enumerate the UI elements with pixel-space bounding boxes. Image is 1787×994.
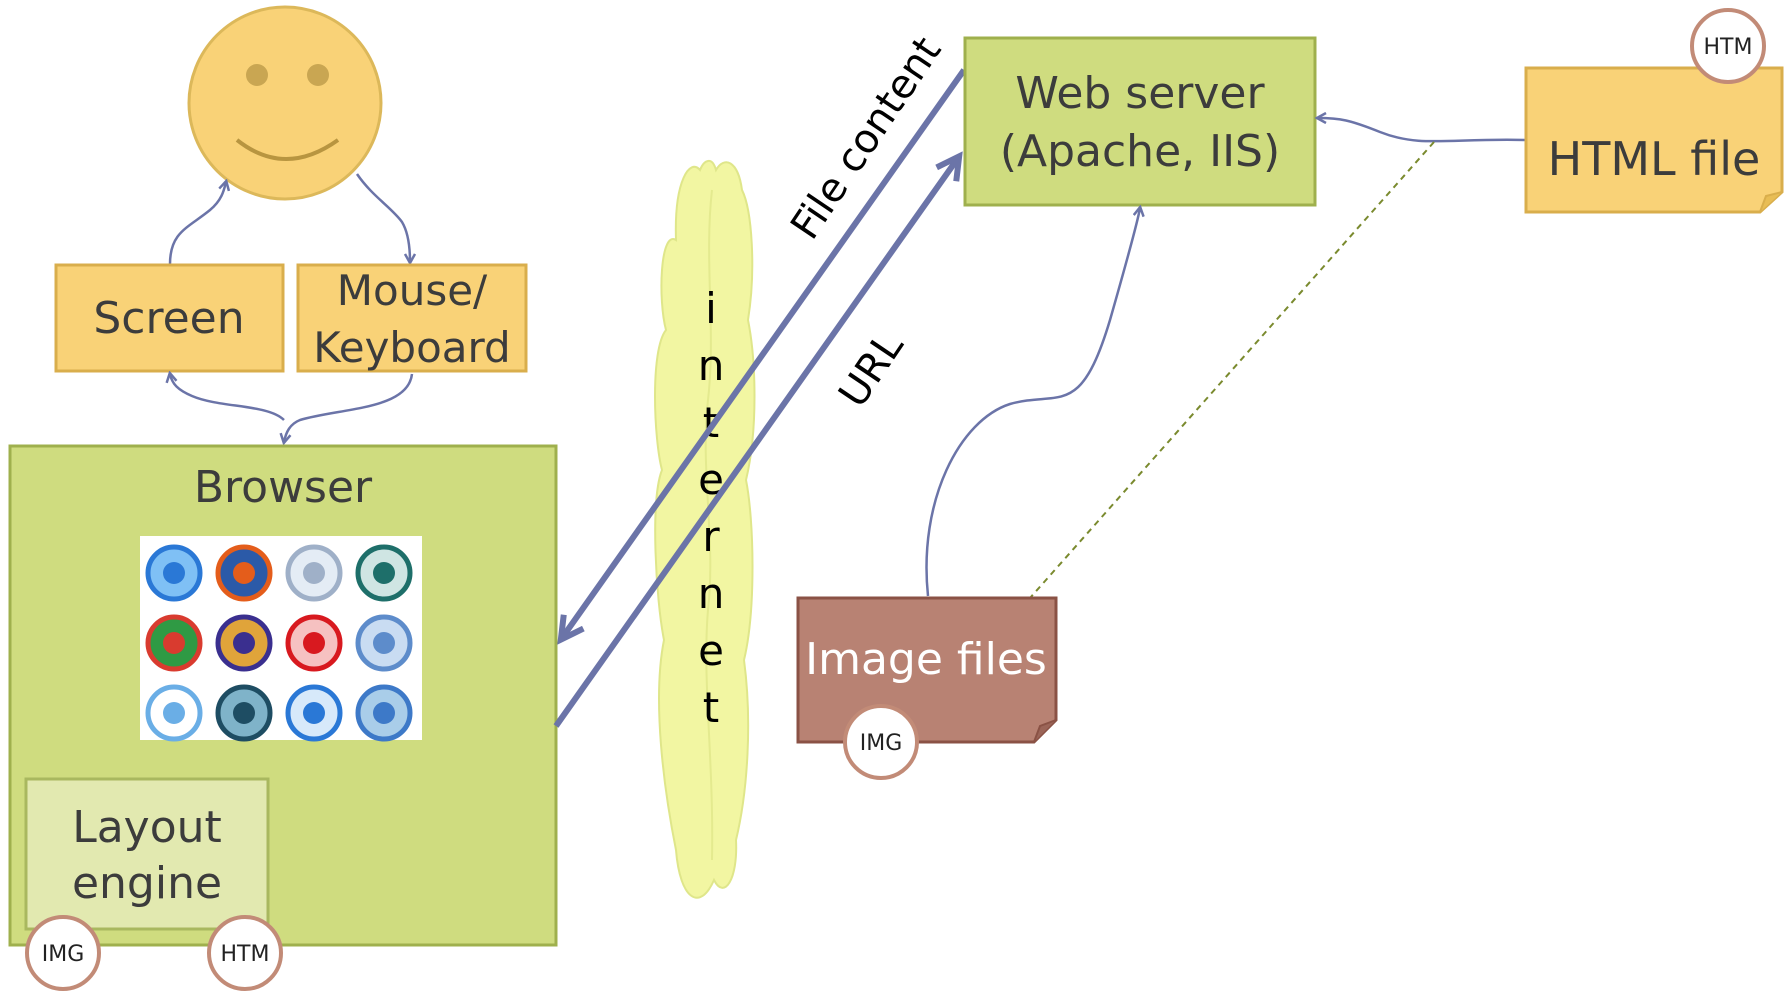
internet-cloud	[654, 160, 756, 899]
screen-box: Screen	[54, 263, 285, 373]
internet-letter: i	[705, 284, 717, 333]
web-server-label-line1: Web server	[1015, 68, 1265, 119]
chrome-icon	[145, 614, 203, 672]
html-to-image-dotted-line	[1029, 141, 1435, 599]
svg-text:HTM: HTM	[1704, 35, 1753, 60]
img-badge-image-files: IMG	[843, 704, 919, 780]
svg-text:IMG: IMG	[860, 731, 903, 756]
flock-icon	[215, 684, 273, 742]
web-server-label-line2: (Apache, IIS)	[1000, 126, 1280, 177]
internet-explorer-icon	[145, 544, 203, 602]
svg-text:IMG: IMG	[42, 942, 85, 967]
url-arrow	[553, 158, 958, 728]
layout-label-line1: Layout	[72, 802, 222, 853]
img-badge-browser: IMG	[25, 915, 101, 991]
user-to-mouse-arrow	[355, 173, 410, 262]
url-label: URL	[830, 323, 913, 415]
htm-badge-browser: HTM	[207, 915, 283, 991]
layout-label-line2: engine	[72, 858, 222, 909]
kmeleon-icon	[355, 614, 413, 672]
html-file-to-server-arrow	[1318, 118, 1527, 143]
opera-icon	[285, 614, 343, 672]
maxthon-icon	[285, 684, 343, 742]
seamonkey-icon	[215, 614, 273, 672]
mouse-to-browser-arrow	[284, 373, 414, 442]
web-server-box: Web server (Apache, IIS)	[963, 36, 1317, 207]
internet-letter: e	[698, 626, 724, 675]
image-files-to-server-arrow	[925, 208, 1140, 597]
camino-icon	[355, 684, 413, 742]
html-file-label: HTML file	[1548, 132, 1761, 186]
html-file-note: HTML file	[1524, 66, 1784, 214]
browser-label: Browser	[194, 462, 373, 513]
internet-letter: t	[703, 683, 719, 732]
htm-badge-top: HTM	[1690, 8, 1766, 84]
mouse-label-line2: Keyboard	[313, 323, 510, 372]
safari-icon	[285, 544, 343, 602]
netscape-icon	[355, 544, 413, 602]
konqueror-icon	[145, 684, 203, 742]
svg-text:HTM: HTM	[221, 942, 270, 967]
mouse-keyboard-box: Mouse/ Keyboard	[296, 263, 528, 373]
layout-engine-box: Layout engine	[24, 777, 270, 931]
firefox-icon	[215, 544, 273, 602]
file-content-label: File content	[782, 29, 950, 248]
screen-to-user-arrow	[168, 182, 226, 265]
mouse-label-line1: Mouse/	[337, 266, 488, 315]
screen-label: Screen	[93, 293, 244, 344]
image-files-note: Image files	[796, 596, 1058, 744]
browser-to-screen-arrow	[170, 374, 285, 421]
internet-letter: n	[698, 569, 725, 618]
browser-icon-grid	[145, 544, 413, 742]
internet-letter: r	[702, 512, 720, 561]
internet-letter: n	[698, 341, 725, 390]
image-files-label: Image files	[805, 634, 1047, 685]
file-content-arrow	[562, 68, 967, 638]
user-smiley-icon	[187, 5, 383, 201]
